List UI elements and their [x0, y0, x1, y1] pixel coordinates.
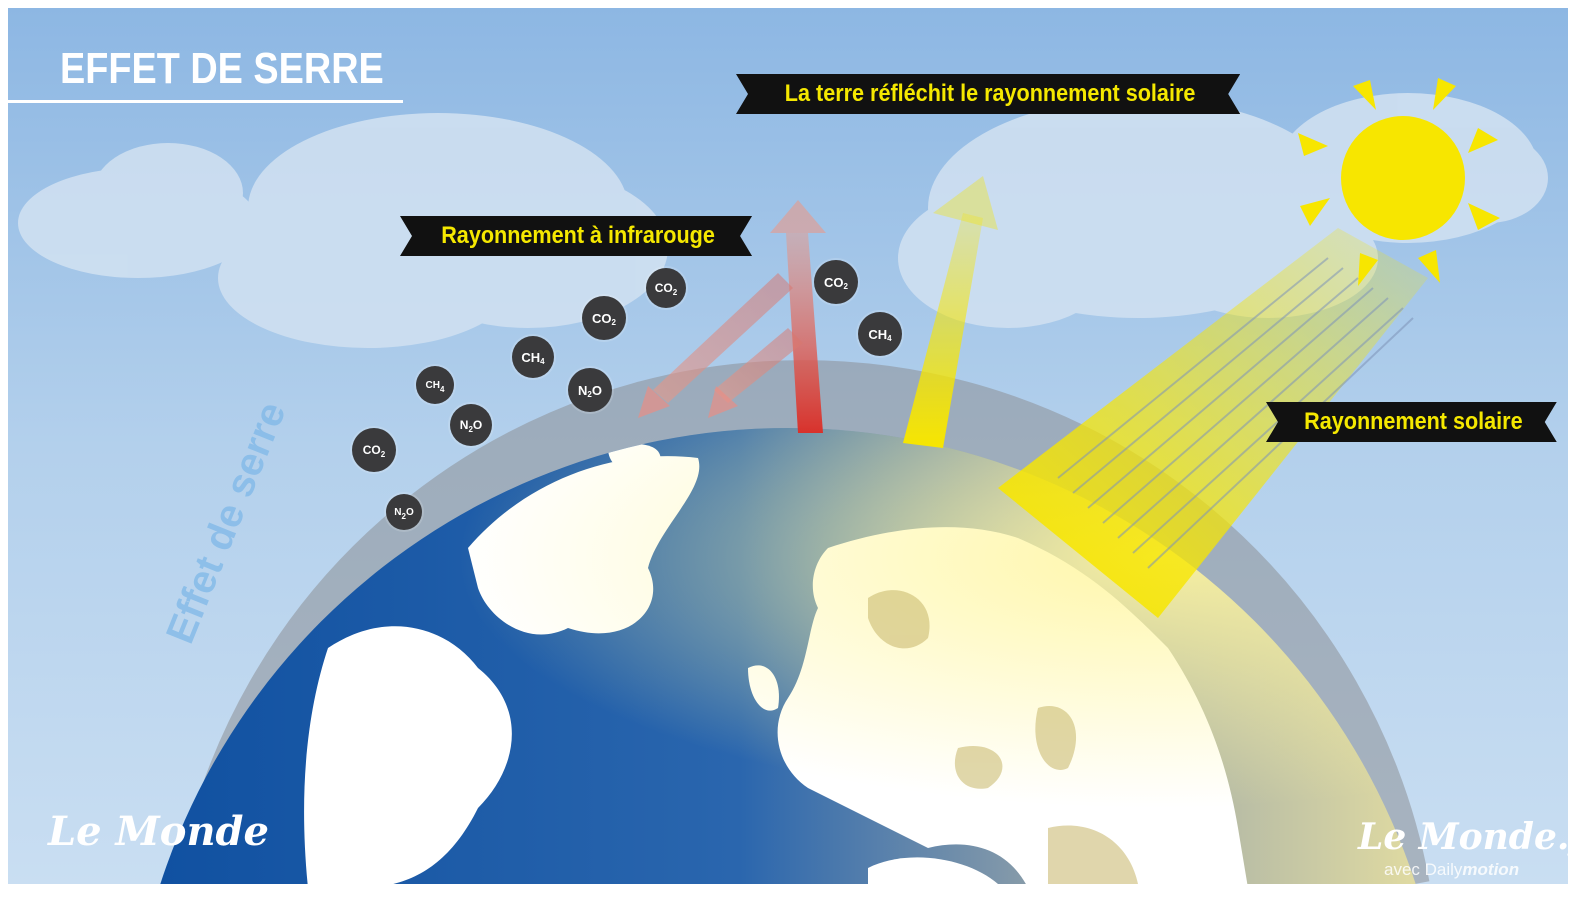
label-reflect-banner: La terre réfléchit le rayonnement solair… [736, 74, 1240, 114]
label-infrared-banner: Rayonnement à infrarouge [400, 216, 752, 256]
diagram-artwork [8, 8, 1568, 884]
title-underline [8, 100, 403, 103]
label-solar: Rayonnement solaire [1304, 408, 1523, 435]
greenhouse-effect-diagram: EFFET DE SERRE La terre réfléchit le ray… [8, 8, 1568, 884]
page-title: EFFET DE SERRE [60, 44, 384, 93]
infrared-arrows [638, 200, 826, 433]
reflected-arrow [903, 176, 998, 448]
label-solar-banner: Rayonnement solaire [1266, 402, 1557, 442]
le-monde-fr-logo: Le Monde.fr [1358, 816, 1568, 858]
label-infrared: Rayonnement à infrarouge [441, 222, 715, 249]
le-monde-logo: Le Monde [48, 808, 269, 855]
solar-beam [998, 228, 1428, 618]
label-reflect: La terre réfléchit le rayonnement solair… [784, 80, 1196, 107]
dailymotion-credit: avec Dailymotion [1384, 860, 1520, 879]
